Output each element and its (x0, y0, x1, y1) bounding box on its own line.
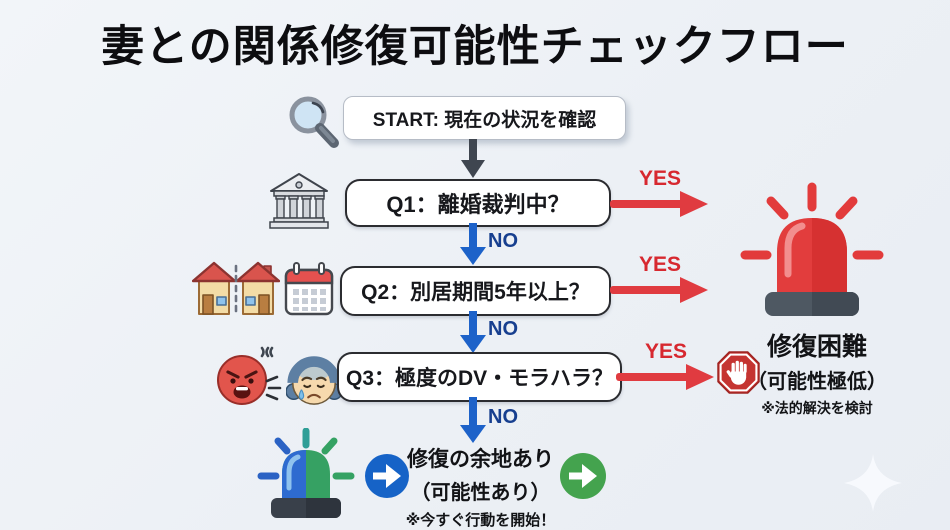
red-siren-icon (736, 180, 888, 322)
outcome-bad-title: 修復困難 (766, 333, 867, 361)
yes-label-q1: YES (638, 167, 682, 190)
sparkle-icon (838, 448, 908, 518)
outcome-bad-note: ※法的解決を検討 (761, 400, 873, 416)
yes-label-q2: YES (638, 253, 682, 276)
no-label-q2: NO (488, 318, 518, 340)
courthouse-icon (266, 171, 332, 233)
arrow-right-yes-q1 (610, 191, 708, 217)
sad-face-icon (286, 349, 342, 409)
angry-face-icon (216, 342, 282, 410)
magnifier-icon (282, 92, 346, 156)
arrow-down-no-q2 (458, 311, 488, 353)
green-arrow-circle-icon (559, 452, 607, 500)
blue-arrow-circle-icon (364, 453, 410, 499)
arrow-right-yes-q3 (616, 364, 714, 390)
outcome-bad: 修復困難 （可能性極低） ※法的解決を検討 (733, 327, 901, 418)
question-node-q2: Q2：別居期間5年以上？ (340, 266, 611, 316)
outcome-good-subtitle: （可能性あり） (410, 482, 551, 504)
question-node-q1: Q1：離婚裁判中？ (345, 179, 611, 227)
page-title: 妻との関係修復可能性チェックフロー (101, 23, 849, 71)
outcome-bad-subtitle: （可能性極低） (747, 371, 887, 393)
no-label-q1: NO (488, 230, 518, 252)
start-node: START: 現在の状況を確認 (343, 96, 626, 140)
calendar-icon (284, 261, 334, 317)
arrow-down-no-q3 (458, 397, 488, 443)
stop-hand-icon (716, 350, 761, 395)
arrow-down-no-q1 (458, 223, 488, 265)
outcome-good-title: 修復の余地あり (407, 448, 554, 471)
separated-houses-icon (192, 261, 280, 317)
outcome-good: 修復の余地あり （可能性あり） ※今すぐ行動を開始！ (388, 443, 573, 530)
question-node-q3: Q3：極度のDV・モラハラ？ (337, 352, 622, 402)
arrow-down-dark (458, 139, 488, 178)
blue-green-siren-icon (256, 428, 356, 524)
outcome-good-note: ※今すぐ行動を開始！ (405, 512, 556, 529)
arrow-right-yes-q2 (610, 277, 708, 303)
yes-label-q3: YES (644, 340, 688, 363)
no-label-q3: NO (488, 406, 518, 428)
